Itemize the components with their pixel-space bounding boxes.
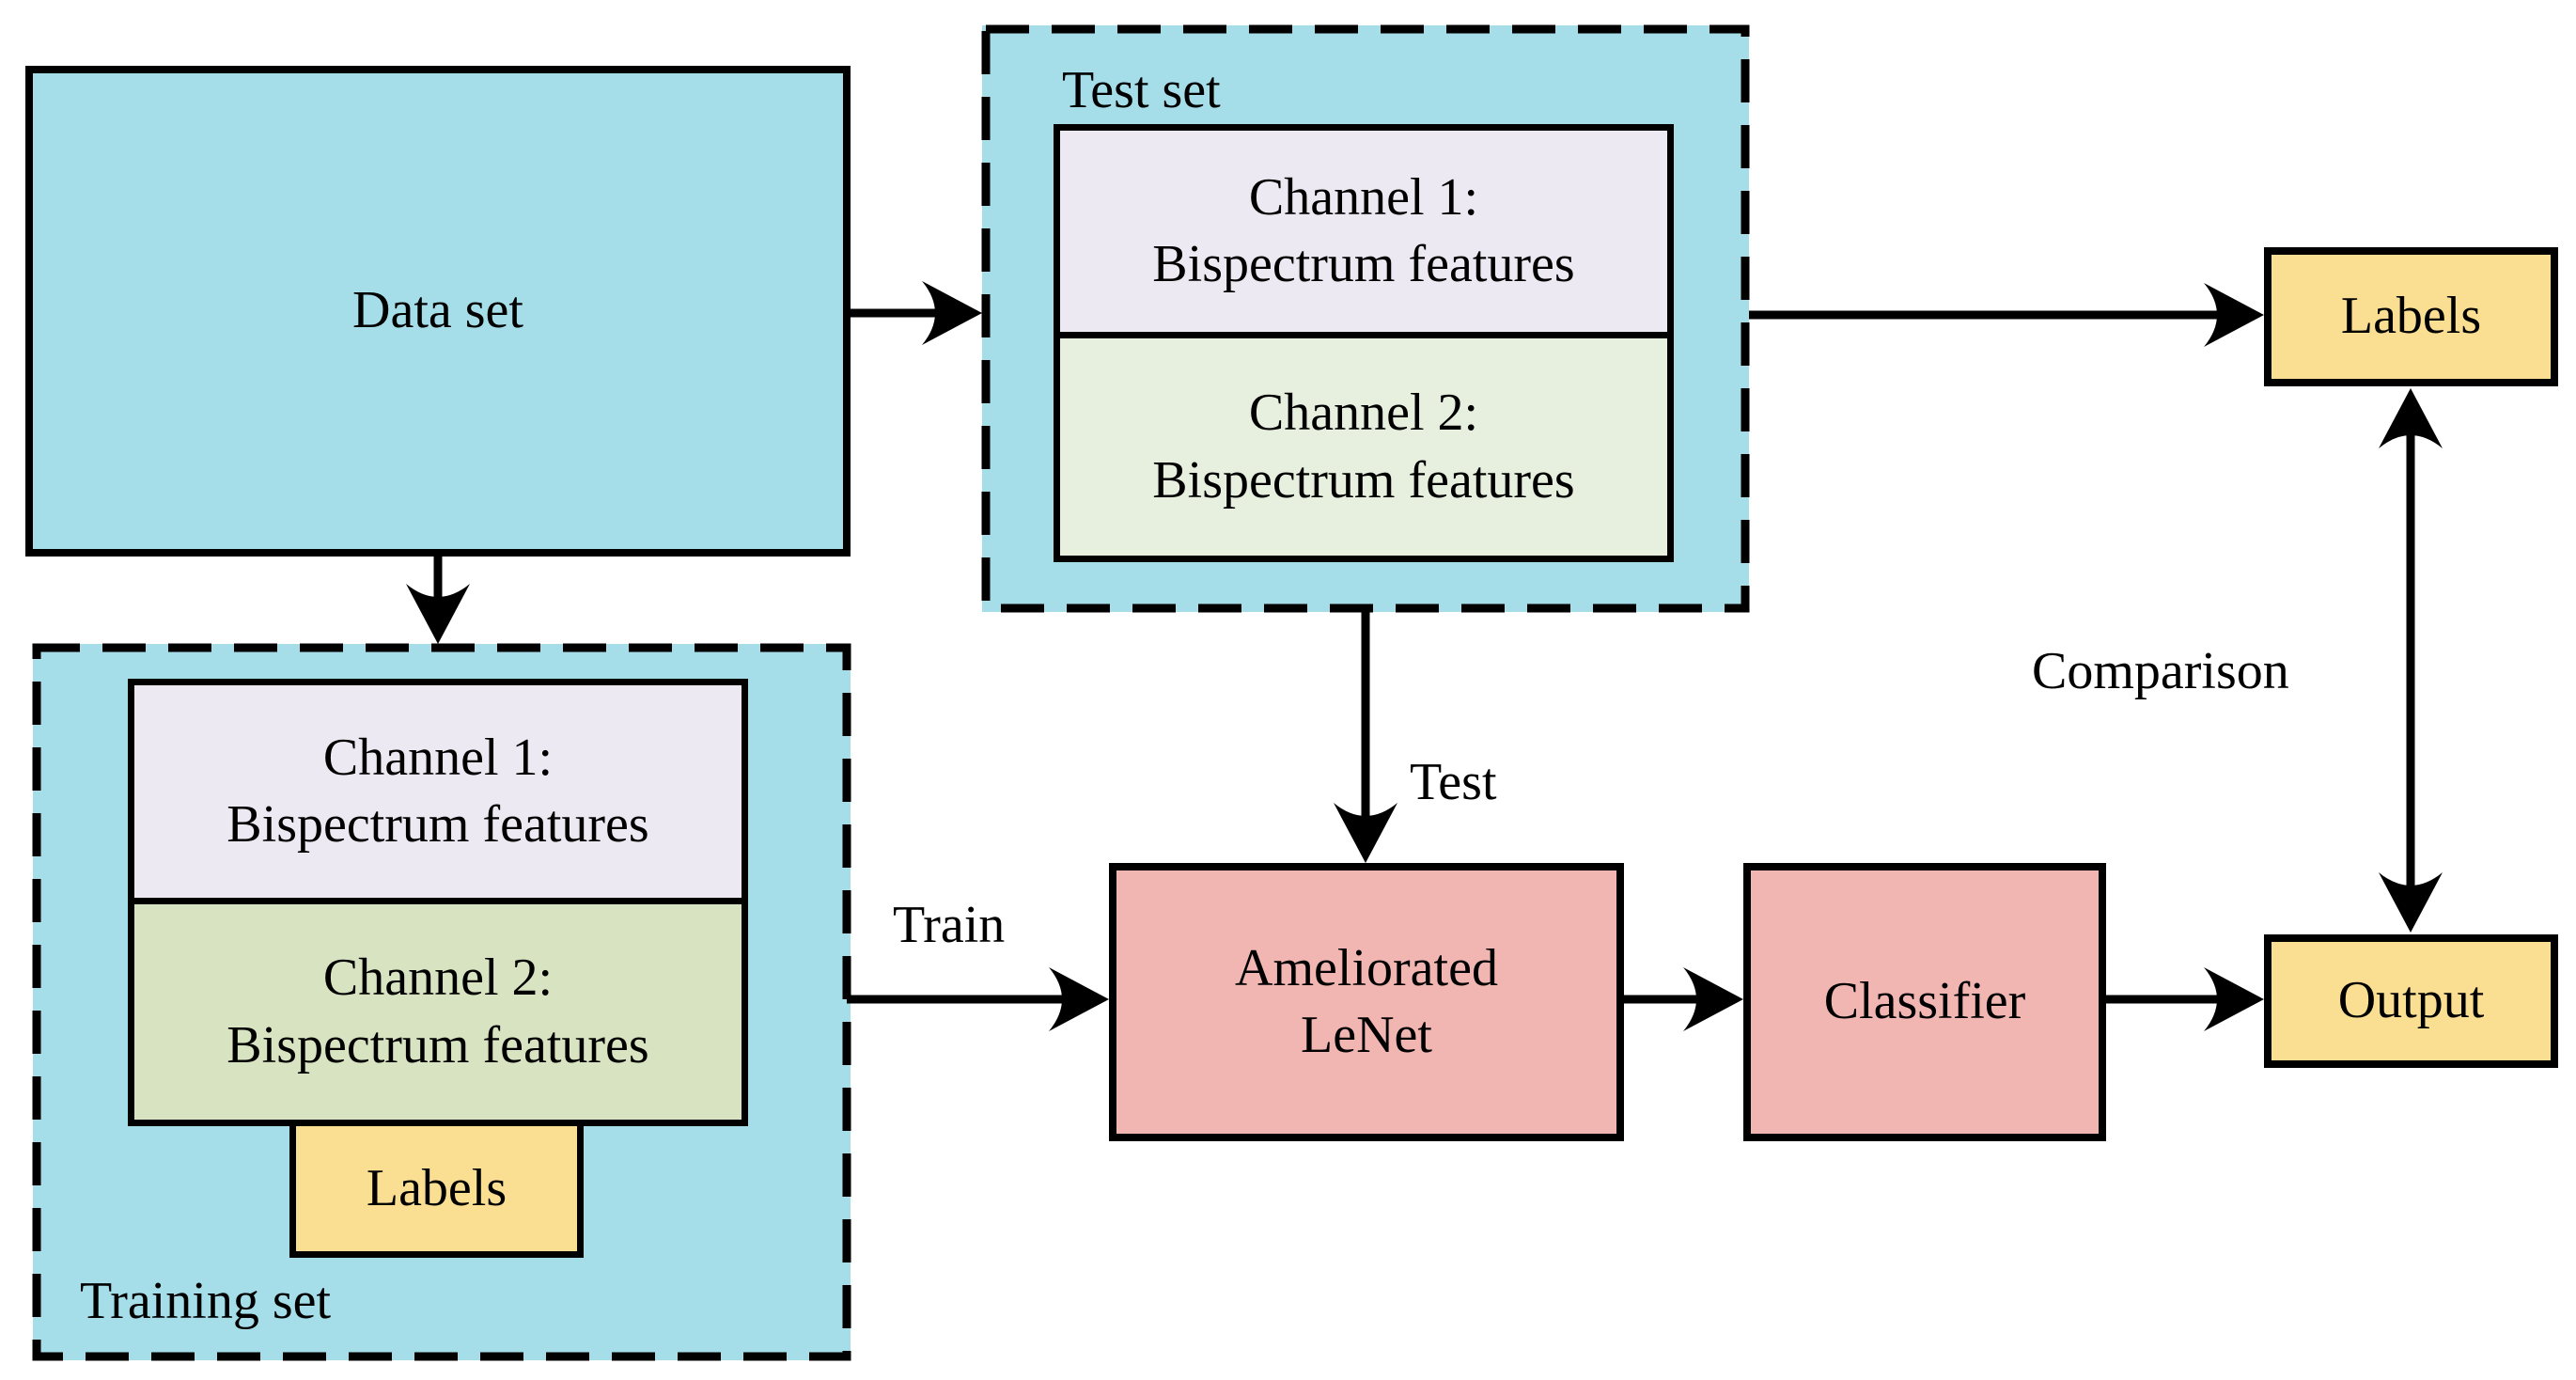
arrow-lenet-to-classifier-head: [1683, 967, 1743, 1031]
arrow-dataset-to-testset-head: [922, 281, 982, 345]
training-set-title: Training set: [80, 1272, 332, 1330]
training-labels-label: Labels: [366, 1158, 507, 1217]
ameliorated-lenet-box: Ameliorated LeNet: [1109, 863, 1624, 1141]
arrow-testset-to-labels-head: [2204, 283, 2264, 347]
training-channel1-line2: Bispectrum features: [226, 795, 649, 854]
labels-top-box: Labels: [2264, 247, 2558, 386]
test-channel2-line1: Channel 2:: [1248, 384, 1479, 443]
classifier-label: Classifier: [1823, 972, 2026, 1031]
test-channel2-line2: Bispectrum features: [1152, 450, 1575, 510]
classifier-box: Classifier: [1743, 863, 2106, 1141]
arrow-dataset-to-trainingset-head: [406, 584, 470, 644]
arrow-comparison-up-head: [2379, 388, 2443, 448]
ameliorated-lenet-line1: Ameliorated: [1235, 938, 1498, 997]
test-channel1-box: Channel 1: Bispectrum features: [1054, 124, 1674, 338]
test-channel2-box: Channel 2: Bispectrum features: [1054, 332, 1674, 562]
dataset-box: Data set: [25, 66, 851, 557]
ameliorated-lenet-line2: LeNet: [1301, 1006, 1432, 1064]
training-labels-box: Labels: [289, 1120, 584, 1258]
comparison-edge-label: Comparison: [2032, 642, 2289, 700]
labels-top-label: Labels: [2340, 287, 2482, 346]
test-channel1-line1: Channel 1:: [1248, 167, 1479, 227]
output-box: Output: [2264, 934, 2558, 1068]
dataset-label: Data set: [352, 281, 523, 340]
training-channel1-line1: Channel 1:: [322, 728, 554, 787]
training-channel2-line2: Bispectrum features: [226, 1015, 649, 1074]
test-channel1-line2: Bispectrum features: [1152, 235, 1575, 293]
output-label: Output: [2337, 971, 2485, 1030]
arrow-trainingset-to-lenet-head: [1049, 967, 1109, 1031]
training-channel2-box: Channel 2: Bispectrum features: [128, 898, 748, 1126]
test-edge-label: Test: [1410, 753, 1497, 811]
training-channel2-line1: Channel 2:: [322, 949, 554, 1008]
train-edge-label: Train: [893, 896, 1006, 954]
arrow-testset-to-lenet-head: [1334, 803, 1397, 863]
arrow-comparison-down-head: [2379, 872, 2443, 933]
test-set-title: Test set: [1062, 61, 1221, 119]
arrow-classifier-to-output-head: [2204, 967, 2264, 1031]
training-channel1-box: Channel 1: Bispectrum features: [128, 679, 748, 904]
